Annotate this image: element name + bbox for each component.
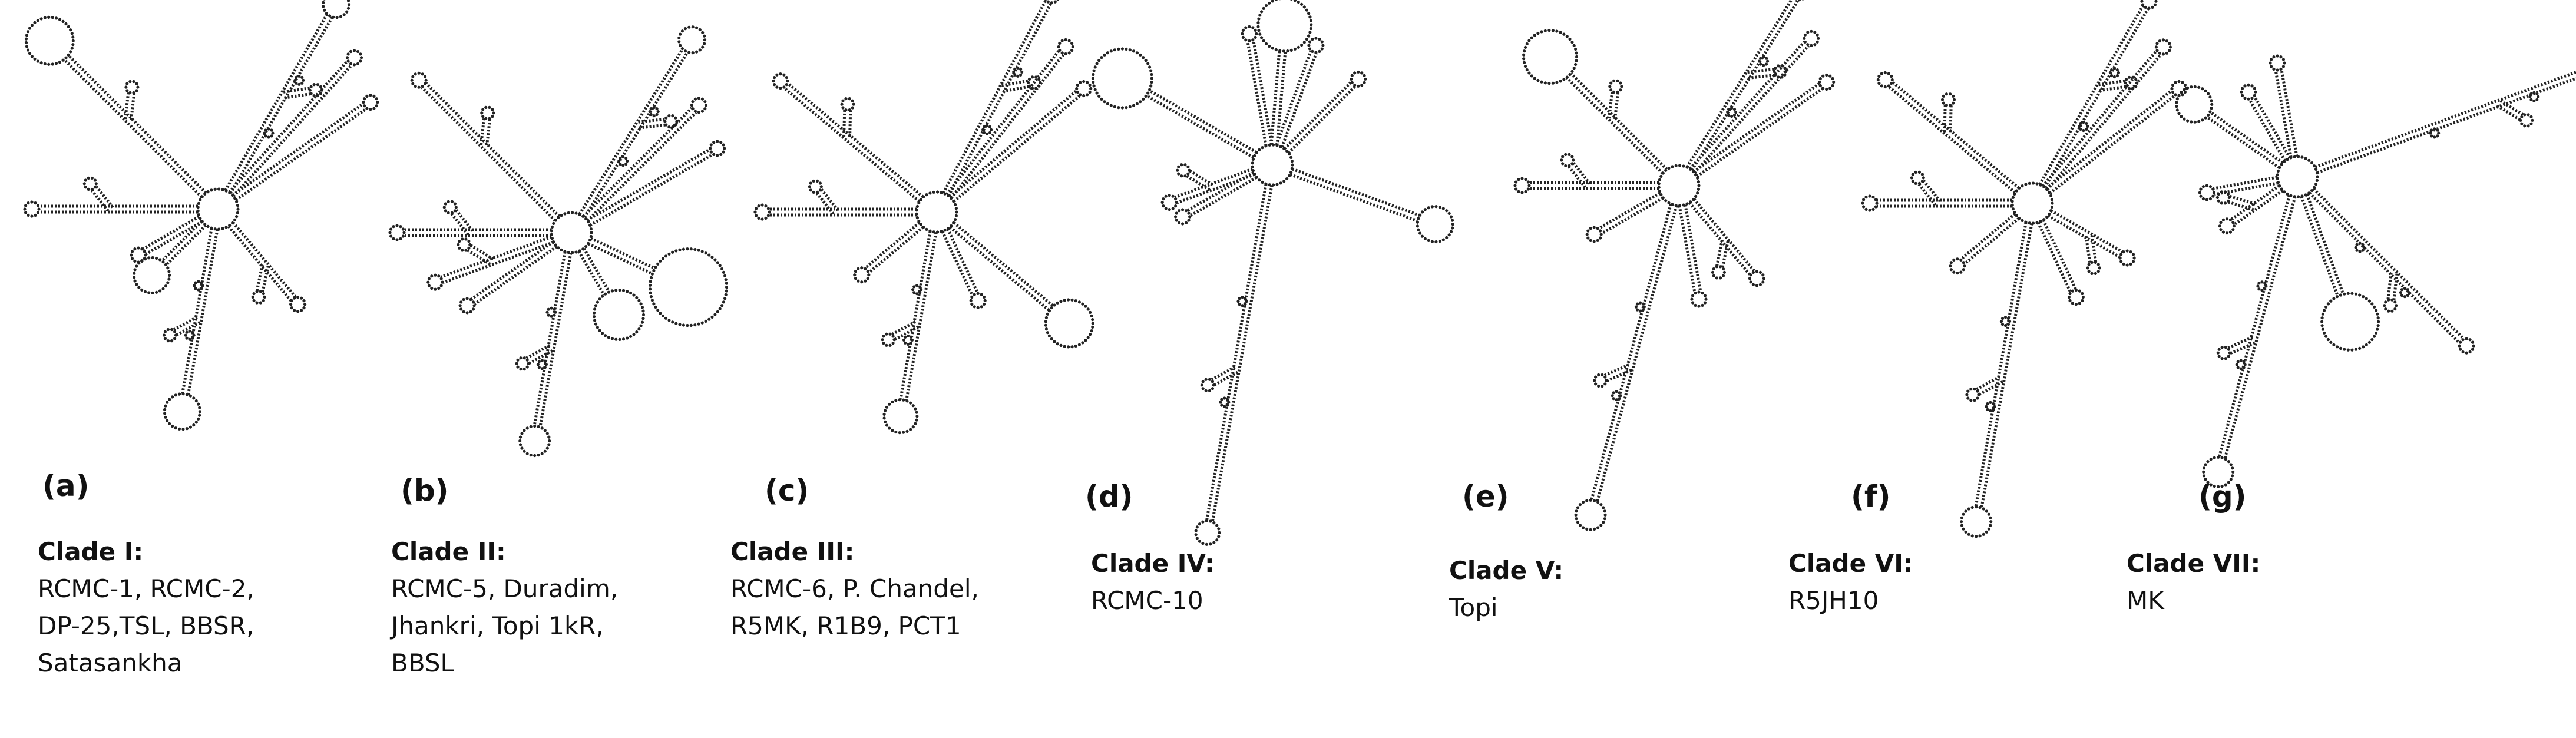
panel-label-c: (c) xyxy=(765,474,809,508)
panel-label-f: (f) xyxy=(1851,479,1891,514)
rna-secondary-structure-d xyxy=(1091,0,1454,546)
clade-caption-f: Clade VI: R5JH10 xyxy=(1788,545,1913,619)
clade-title-c: Clade III: xyxy=(730,537,855,566)
rna-structure-f xyxy=(1826,0,2203,538)
clade-members-e-1: Topi xyxy=(1449,593,1498,622)
rna-secondary-structure-f xyxy=(1861,0,2188,538)
clade-members-d-1: RCMC-10 xyxy=(1091,586,1203,615)
rna-structure-d xyxy=(1078,0,1455,546)
clade-members-c-2: R5MK, R1B9, PCT1 xyxy=(730,611,961,640)
clade-members-f-1: R5JH10 xyxy=(1788,586,1879,615)
clade-caption-c: Clade III: RCMC-6, P. Chandel, R5MK, R1B… xyxy=(730,533,979,644)
clade-caption-d: Clade IV: RCMC-10 xyxy=(1091,545,1215,619)
rna-secondary-structure-b xyxy=(388,25,729,458)
clade-members-a-2: DP-25,TSL, BBSR, xyxy=(38,611,254,640)
clade-caption-a: Clade I: RCMC-1, RCMC-2, DP-25,TSL, BBSR… xyxy=(38,533,254,681)
panel-label-e: (e) xyxy=(1462,479,1509,514)
clade-caption-e: Clade V: Topi xyxy=(1449,552,1563,626)
panel-label-d: (d) xyxy=(1085,479,1133,514)
clade-members-a-1: RCMC-1, RCMC-2, xyxy=(38,574,254,603)
clade-members-b-3: BBSL xyxy=(391,648,454,677)
clade-caption-g: Clade VII: MK xyxy=(2127,545,2260,619)
clade-title-e: Clade V: xyxy=(1449,556,1564,585)
panel-label-b: (b) xyxy=(401,474,449,508)
clade-title-b: Clade II: xyxy=(391,537,506,566)
rna-secondary-structure-e xyxy=(1513,0,1836,531)
rna-secondary-structure-a xyxy=(23,0,379,431)
clade-title-f: Clade VI: xyxy=(1788,549,1913,578)
panel-label-a: (a) xyxy=(42,469,90,503)
clade-title-d: Clade IV: xyxy=(1091,549,1215,578)
clade-members-b-2: Jhankri, Topi 1kR, xyxy=(391,611,604,640)
rna-secondary-structure-g xyxy=(2175,54,2576,488)
clade-title-a: Clade I: xyxy=(38,537,144,566)
clade-members-a-3: Satasankha xyxy=(38,648,183,677)
rna-secondary-structure-c xyxy=(753,0,1094,435)
panel-label-g: (g) xyxy=(2198,479,2247,514)
rna-structure-e xyxy=(1508,0,1885,531)
clade-members-b-1: RCMC-5, Duradim, xyxy=(391,574,619,603)
clade-members-c-1: RCMC-6, P. Chandel, xyxy=(730,574,979,603)
rna-structure-g xyxy=(2174,0,2576,530)
rna-structure-a xyxy=(23,0,401,530)
clade-caption-b: Clade II: RCMC-5, Duradim, Jhankri, Topi… xyxy=(391,533,618,681)
clade-title-g: Clade VII: xyxy=(2127,549,2261,578)
clade-members-g-1: MK xyxy=(2127,586,2164,615)
rna-structure-b xyxy=(377,0,754,530)
rna-structure-c xyxy=(725,0,1102,530)
